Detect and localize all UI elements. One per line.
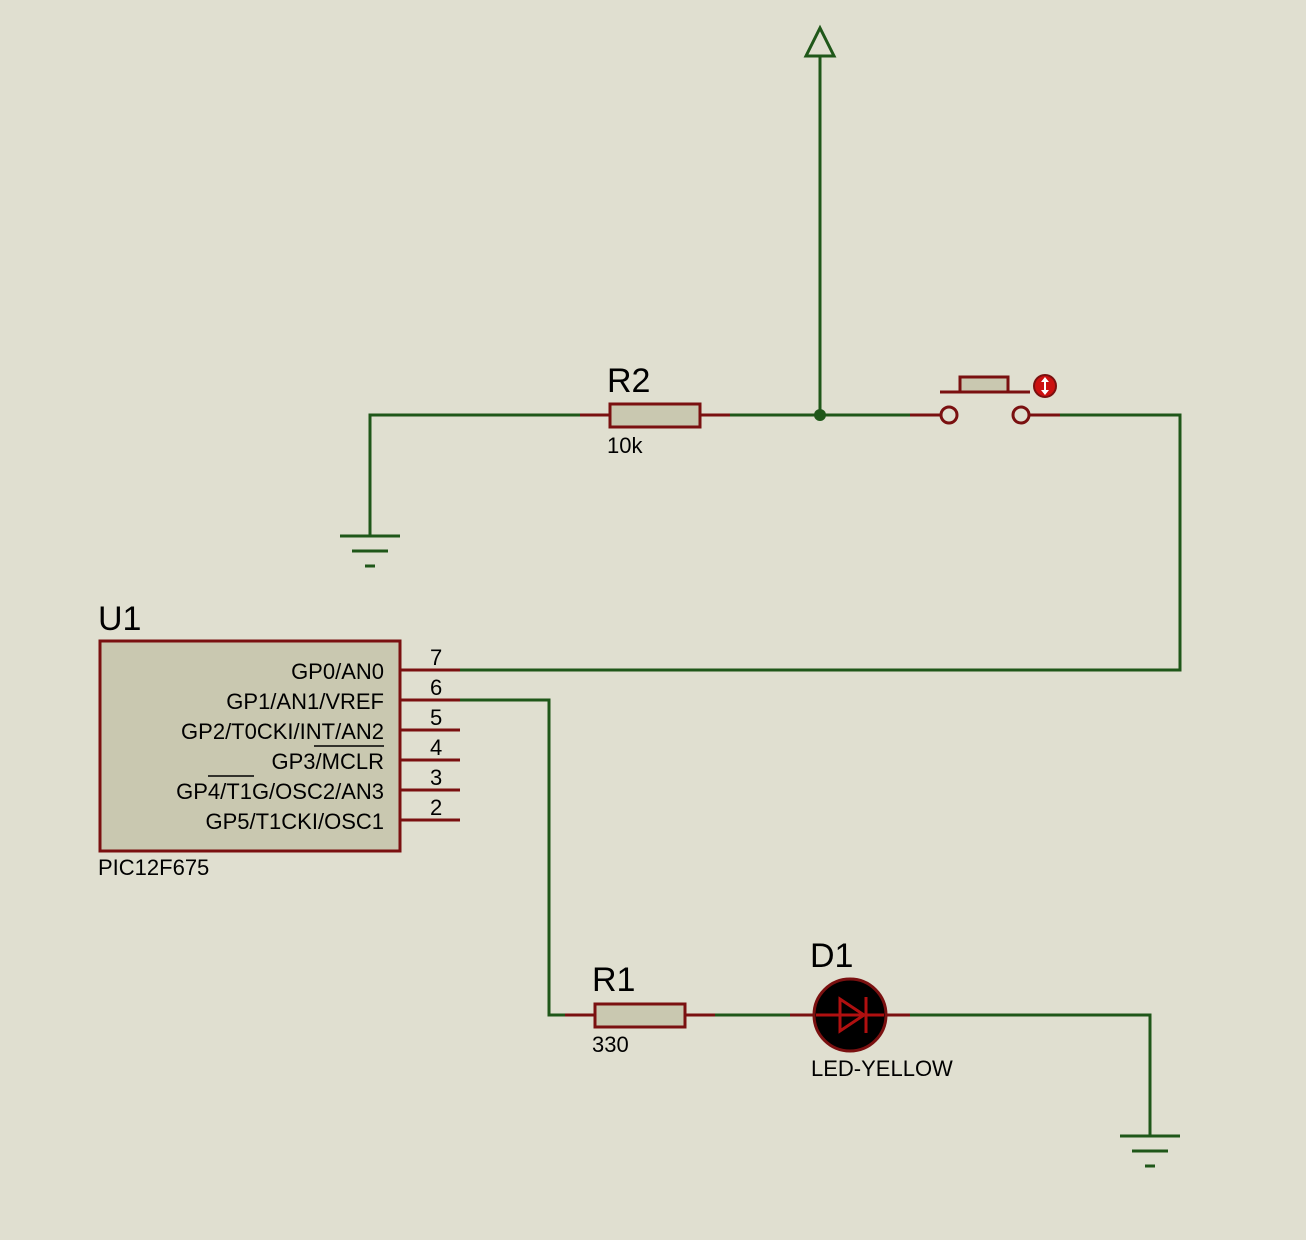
u1-pin-label: GP5/T1CKI/OSC1 bbox=[205, 809, 384, 834]
u1-pin-label: GP4/T1G/OSC2/AN3 bbox=[176, 779, 384, 804]
push-button[interactable] bbox=[910, 375, 1060, 425]
u1-pin-number: 7 bbox=[430, 645, 442, 670]
d1-ref-label: D1 bbox=[810, 937, 853, 975]
u1-ref-label: U1 bbox=[98, 600, 141, 638]
wire-gp1-to-r1[interactable] bbox=[458, 698, 567, 1017]
d1-value-label: LED-YELLOW bbox=[811, 1056, 953, 1081]
junction-dot-icon bbox=[814, 409, 826, 421]
wire-button-to-gp0[interactable] bbox=[458, 413, 1182, 672]
ic-u1[interactable]: U1 PIC12F675 GP0/AN0 GP1/AN1/VREF GP2/T0… bbox=[98, 600, 460, 880]
u1-pin-label: GP0/AN0 bbox=[291, 659, 384, 684]
resistor-r1[interactable]: R1 330 bbox=[565, 961, 715, 1057]
r1-ref-label: R1 bbox=[592, 961, 635, 999]
u1-pin-label: GP3/MCLR bbox=[272, 749, 384, 774]
resistor-r2[interactable]: R2 10k bbox=[580, 362, 730, 458]
u1-pin-number: 3 bbox=[430, 765, 442, 790]
u1-pin-number: 2 bbox=[430, 795, 442, 820]
power-terminal-arrow-icon[interactable] bbox=[803, 24, 837, 58]
ground-icon[interactable] bbox=[1120, 1134, 1180, 1168]
u1-pin-number: 6 bbox=[430, 675, 442, 700]
r2-ref-label: R2 bbox=[607, 362, 650, 400]
led-d1[interactable]: D1 LED-YELLOW bbox=[790, 937, 953, 1081]
wires bbox=[368, 54, 1182, 1138]
u1-pin-label: GP2/T0CKI/INT/AN2 bbox=[181, 719, 384, 744]
r1-value-label: 330 bbox=[592, 1032, 629, 1057]
u1-value-label: PIC12F675 bbox=[98, 855, 209, 880]
wire-gnd-to-r2[interactable] bbox=[368, 413, 582, 538]
r2-value-label: 10k bbox=[607, 433, 643, 458]
actuator-updown-icon[interactable] bbox=[1033, 374, 1057, 398]
diode-icon bbox=[838, 996, 867, 1034]
u1-pin-number: 5 bbox=[430, 705, 442, 730]
u1-pin-number: 4 bbox=[430, 735, 442, 760]
wire-led-to-gnd[interactable] bbox=[908, 1013, 1152, 1138]
u1-pin-label: GP1/AN1/VREF bbox=[226, 689, 384, 714]
ground-icon[interactable] bbox=[340, 534, 400, 568]
